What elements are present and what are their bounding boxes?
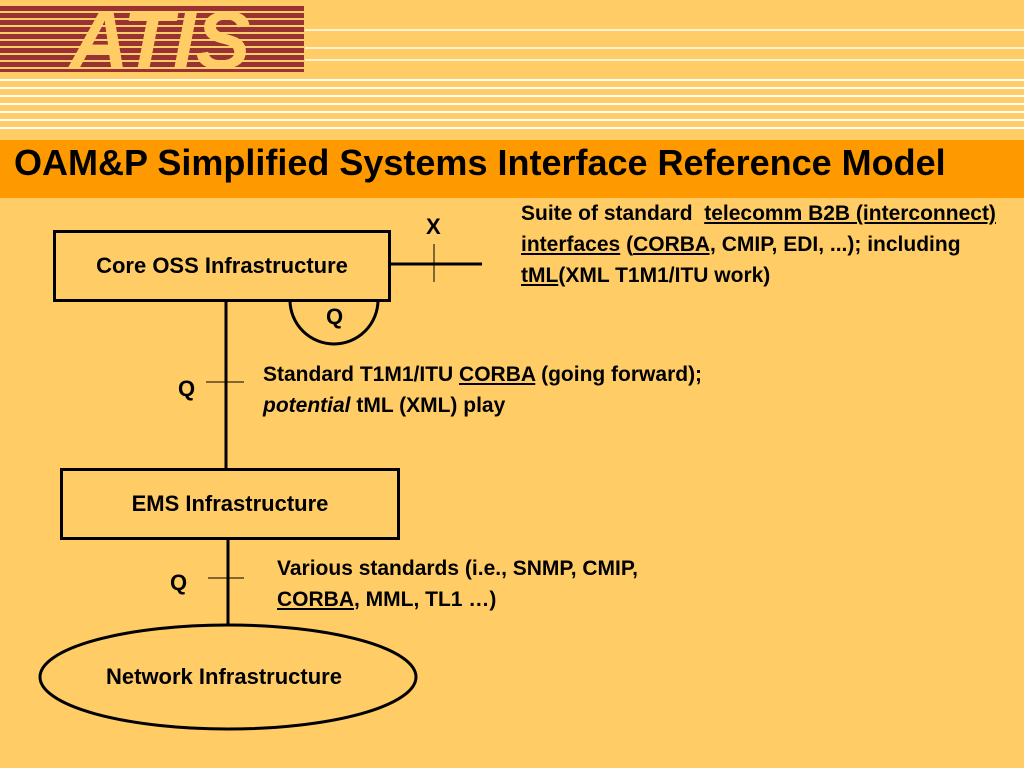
header-stripes [0, 29, 1024, 129]
q-ems-network-note: Various standards (i.e., SNMP, CMIP, COR… [277, 557, 639, 611]
atis-logo: ATIS [0, 0, 304, 78]
network-label: Network Infrastructure [106, 664, 342, 689]
core-oss-label: Core OSS Infrastructure [96, 253, 348, 278]
page-title: OAM&P Simplified Systems Interface Refer… [14, 142, 946, 183]
q-oss-ems-note: Standard T1M1/ITU CORBA (going forward);… [263, 363, 703, 417]
title-bar [0, 140, 1024, 198]
q-oss-ems-label: Q [178, 376, 196, 401]
x-interface-note: Suite of standard telecomm B2B (intercon… [521, 202, 996, 287]
q-ems-network-label: Q [170, 570, 188, 595]
core-oss-box: Core OSS Infrastructure [53, 230, 391, 302]
ems-box: EMS Infrastructure [60, 468, 400, 540]
q-loop-label: Q [326, 304, 344, 329]
logo-text: ATIS [68, 0, 251, 78]
q-loop-arc [288, 299, 380, 346]
ems-label: EMS Infrastructure [131, 491, 329, 516]
network-ellipse [38, 623, 418, 731]
x-interface-label: X [426, 214, 441, 239]
